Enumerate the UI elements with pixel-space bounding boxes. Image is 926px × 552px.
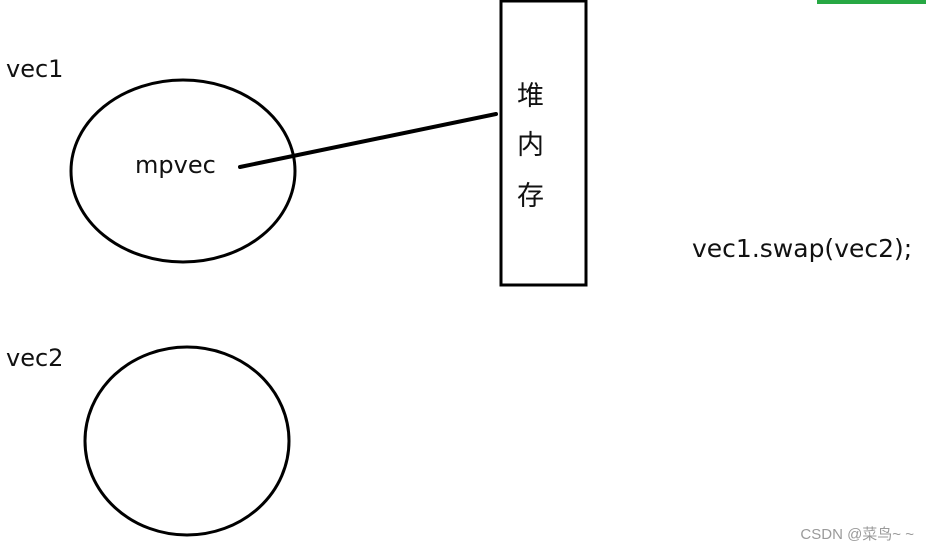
csdn-watermark: CSDN @菜鸟~ ~ bbox=[800, 526, 914, 543]
mpvec-label: mpvec bbox=[135, 151, 216, 179]
heap-memory-box bbox=[499, 0, 588, 287]
heap-char-3: 存 bbox=[517, 181, 544, 212]
pointer-line bbox=[238, 112, 498, 169]
vec1-ellipse bbox=[69, 78, 297, 264]
vec2-label: vec2 bbox=[6, 344, 64, 372]
heap-char-1: 堆 bbox=[517, 81, 544, 112]
vec2-ellipse bbox=[83, 345, 291, 537]
vec1-label: vec1 bbox=[6, 55, 64, 83]
green-accent-bar bbox=[817, 0, 926, 4]
heap-char-2: 内 bbox=[517, 130, 544, 161]
swap-call-label: vec1.swap(vec2); bbox=[692, 234, 913, 263]
